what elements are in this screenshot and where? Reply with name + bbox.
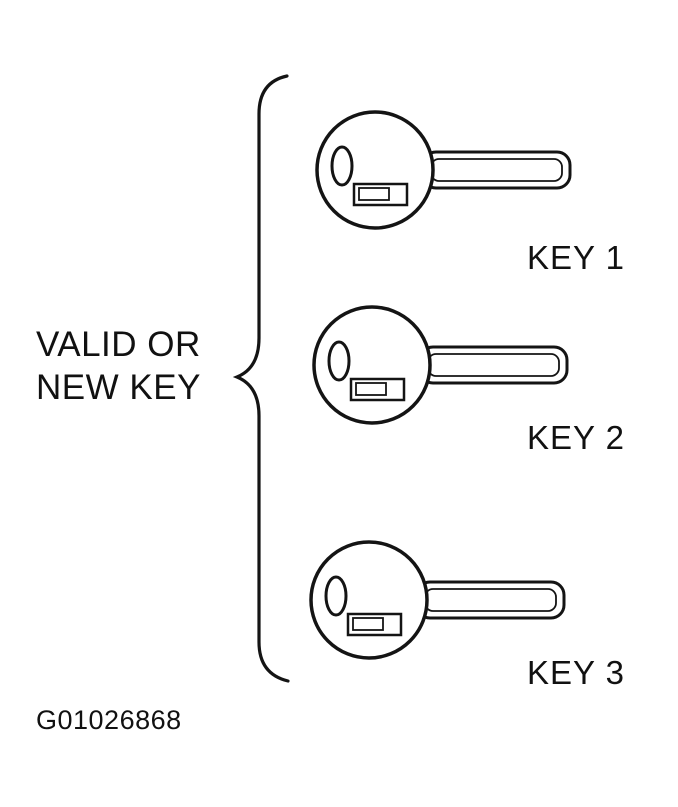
key-logo-plate-inner — [352, 617, 384, 631]
keyring-hole — [327, 340, 351, 382]
group-label: VALID OR NEW KEY — [36, 325, 205, 407]
key-logo-plate-inner — [358, 187, 390, 201]
figure-id: G01026868 — [36, 705, 182, 735]
keyring-hole — [324, 575, 348, 617]
key-blade — [418, 345, 569, 385]
key-logo-plate-inner — [355, 382, 387, 396]
keyring-hole — [330, 145, 354, 187]
group-label-line-1: VALID OR — [36, 325, 201, 364]
key-label-2: KEY 2 — [527, 419, 625, 456]
key-label-3: KEY 3 — [527, 654, 625, 691]
key-illustration-2 — [312, 305, 569, 425]
key-illustration-1 — [315, 110, 572, 230]
group-label-line-2: NEW KEY — [36, 368, 201, 407]
key-blade — [421, 150, 572, 190]
key-label-1: KEY 1 — [527, 239, 625, 276]
key-blade — [415, 580, 566, 620]
curly-brace — [232, 74, 290, 683]
key-illustration-3 — [309, 540, 566, 660]
